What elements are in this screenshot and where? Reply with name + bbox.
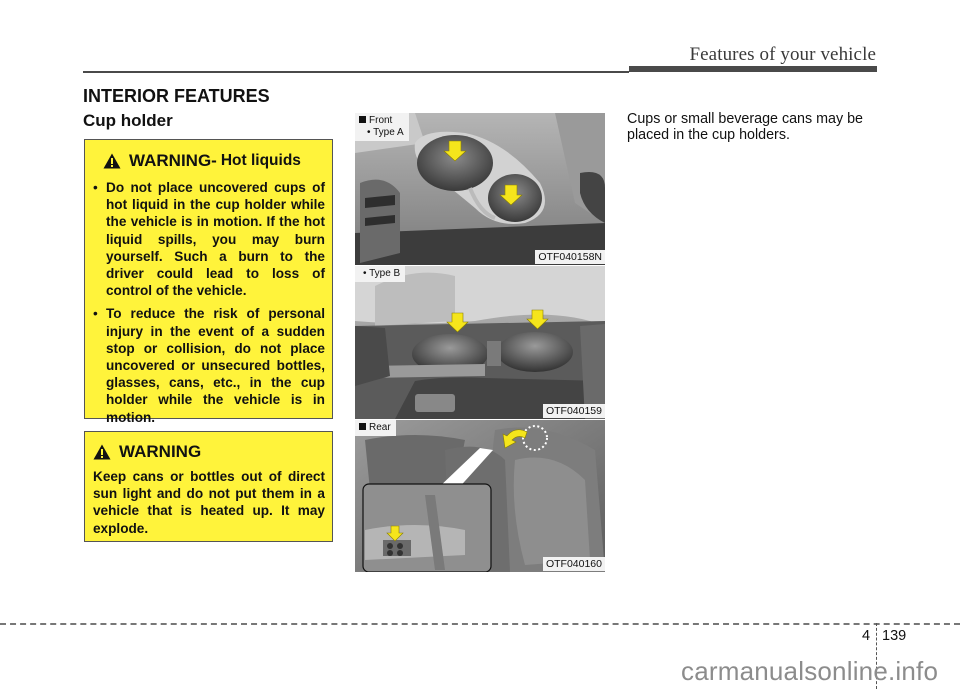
- figure-code: OTF040159: [542, 404, 605, 418]
- warning-triangle-icon: [93, 444, 111, 460]
- figure-label: • Type B: [355, 266, 406, 282]
- header-rule: [83, 71, 629, 73]
- footer-rule: [0, 623, 960, 625]
- figure-rear: Rear OTF040160: [355, 420, 605, 572]
- header-rule-accent: [629, 66, 877, 72]
- square-bullet-icon: [359, 423, 366, 430]
- warning-box-sunlight: WARNING Keep cans or bottles out of dire…: [84, 431, 333, 542]
- warning-box-hot-liquids: WARNING - Hot liquids Do not place uncov…: [84, 139, 333, 425]
- warning-subheading: Hot liquids: [220, 152, 301, 169]
- warning-label: WARNING: [129, 151, 212, 170]
- section-title: INTERIOR FEATURES: [83, 86, 270, 106]
- warning-text: Keep cans or bottles out of direct sun l…: [93, 469, 325, 536]
- rear-cup-holder-illustration: [355, 420, 605, 572]
- warning-list: Do not place uncovered cups of hot liqui…: [93, 179, 325, 432]
- figure-label: Front • Type A: [355, 113, 409, 141]
- square-bullet-icon: [359, 116, 366, 123]
- figure-front-type-b: • Type B OTF040159: [355, 266, 605, 419]
- figure-label: Rear: [355, 420, 396, 436]
- cup-holder-type-b-illustration: [355, 266, 605, 419]
- page-number: 139: [882, 628, 907, 644]
- chapter-number: 4: [862, 628, 871, 644]
- warning-label: WARNING: [119, 442, 202, 461]
- subsection-title: Cup holder: [83, 111, 173, 130]
- warning-separator: -: [211, 151, 217, 170]
- body-paragraph: Cups or small beverage cans may be place…: [627, 111, 864, 143]
- watermark: carmanualsonline.info: [681, 656, 939, 686]
- chapter-header-title: Features of your vehicle: [689, 44, 876, 65]
- warning-item: To reduce the risk of personal injury in…: [93, 305, 325, 425]
- warning-heading: WARNING: [93, 442, 201, 462]
- warning-item: Do not place uncovered cups of hot liqui…: [93, 179, 325, 299]
- footer-page-divider: [876, 623, 877, 689]
- figure-code: OTF040160: [542, 557, 605, 571]
- figure-front-type-a: Front • Type A OTF040158N: [355, 113, 605, 265]
- warning-heading: WARNING - Hot liquids: [103, 151, 301, 171]
- warning-triangle-icon: [103, 153, 121, 169]
- figure-code: OTF040158N: [535, 250, 605, 264]
